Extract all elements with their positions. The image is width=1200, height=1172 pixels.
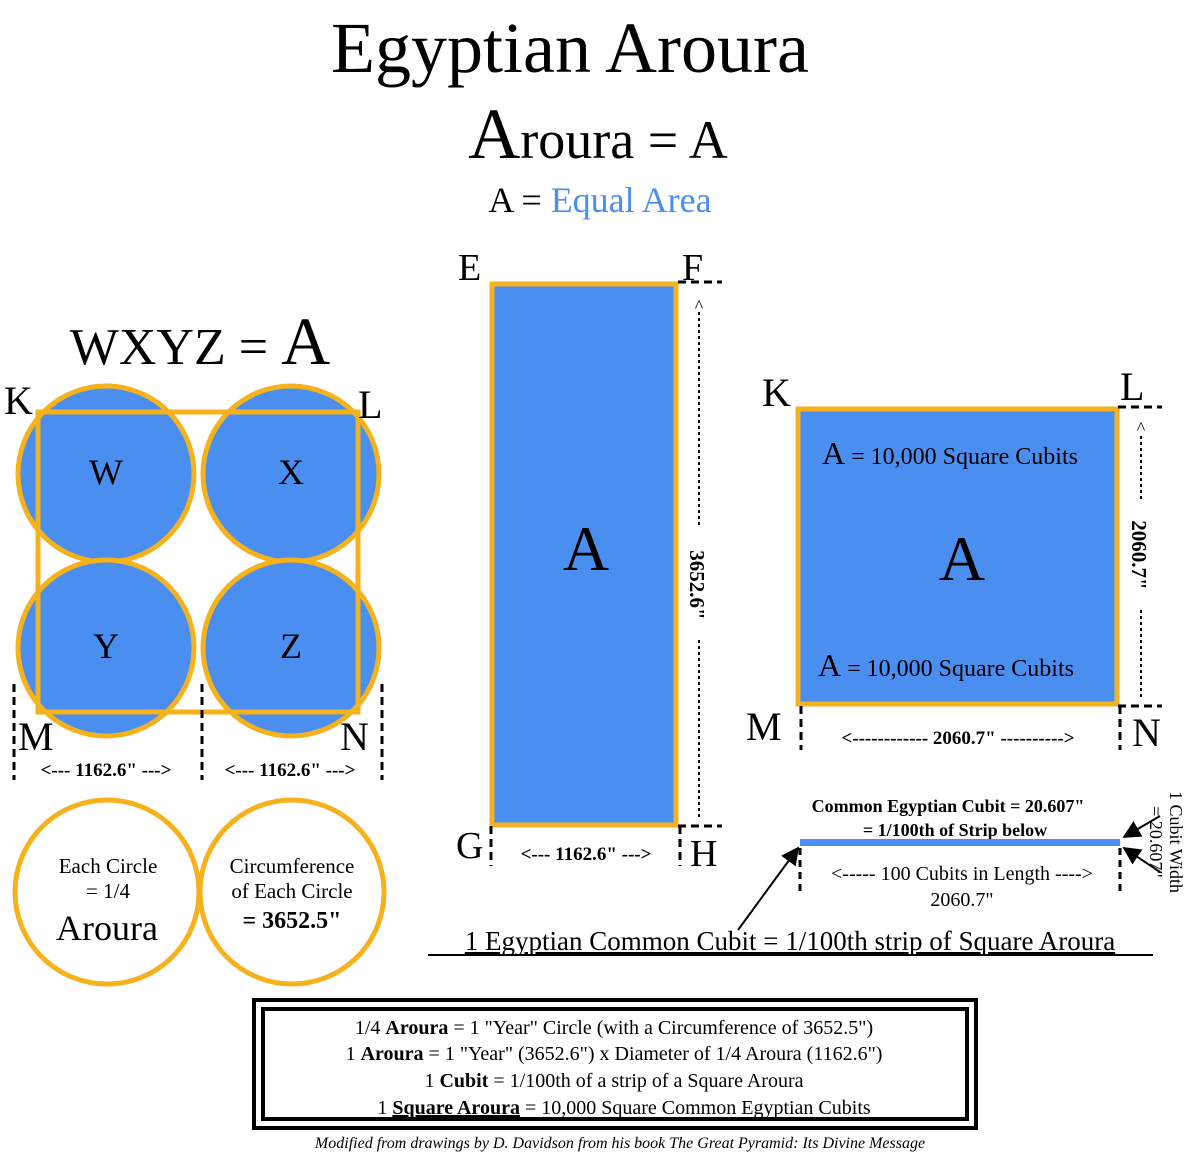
credit-line: Modified from drawings by D. Davidson fr… — [314, 1135, 925, 1152]
square-bottom-text: = 10,000 Square Cubits — [841, 656, 1074, 682]
summary-row-3-pre: 1 — [424, 1070, 439, 1092]
strip-length-value: 2060.7" — [930, 889, 993, 911]
circles-panel: WXYZ = A W X Y Z K L M N <--- 1162.6" --… — [4, 303, 384, 781]
strip-length-label: <----- 100 Cubits in Length ----> — [831, 863, 1093, 885]
square-panel: A A = 10,000 Square Cubits A = 10,000 Sq… — [746, 364, 1162, 755]
info-circle-right — [197, 797, 387, 987]
strip-panel: Common Egyptian Cubit = 20.607" = 1/100t… — [428, 791, 1186, 956]
info-right-line1: Circumference — [230, 854, 355, 878]
wxyz-heading-prefix: WXYZ = — [70, 319, 281, 376]
square-center-label: A — [939, 523, 985, 594]
aroura-rectangle — [489, 281, 679, 828]
square-dimension-ticks — [799, 405, 1162, 750]
label-x: X — [278, 452, 304, 492]
cubit-width-line1: 1 Cubit Width — [1166, 791, 1186, 893]
corner-g: G — [456, 825, 483, 867]
square-bottom-equation: A = 10,000 Square Cubits — [818, 647, 1074, 683]
corner-h: H — [690, 833, 717, 875]
aroura-equation-rest: roura = A — [520, 110, 727, 170]
info-left-line2: = 1/4 — [86, 879, 130, 903]
cubit-width-line2: = 20.607" — [1146, 806, 1166, 878]
rectangle-center-label: A — [563, 513, 609, 584]
summary-row-4-pre: 1 — [377, 1097, 392, 1119]
header: Egyptian Aroura Aroura = A A = Equal Are… — [331, 8, 809, 220]
corner-l-left: L — [358, 382, 382, 427]
corner-n-right: N — [1132, 710, 1161, 755]
info-right-value: = 3652.5" — [243, 908, 342, 934]
strip-line1: Common Egyptian Cubit = 20.607" — [812, 796, 1085, 816]
square-top-text: = 10,000 Square Cubits — [845, 444, 1078, 470]
rectangle-width-label: <--- 1162.6" ---> — [521, 844, 652, 865]
label-z: Z — [280, 626, 302, 666]
page-title: Egyptian Aroura — [331, 8, 809, 88]
rectangle-arrow-top: ^ — [695, 296, 704, 316]
square-top-prefix: A — [822, 435, 845, 471]
rectangle-dimension-ticks — [489, 280, 722, 866]
summary-row-3: 1 Cubit = 1/100th of a strip of a Square… — [424, 1070, 803, 1092]
aroura-equation: Aroura = A — [468, 94, 727, 174]
corner-m-left: M — [18, 714, 54, 759]
square-width-label: <------------ 2060.7" ----------> — [841, 728, 1074, 749]
cubit-strip — [800, 839, 1120, 846]
summary-row-2: 1 Aroura = 1 "Year" (3652.6") x Diameter… — [346, 1043, 883, 1065]
summary-row-3-bold: Cubit — [439, 1070, 488, 1092]
aroura-equation-initial: A — [468, 94, 520, 174]
corner-k-right: K — [762, 370, 791, 415]
wxyz-square — [35, 409, 361, 715]
wxyz-heading-big: A — [281, 303, 330, 379]
square-top-equation: A = 10,000 Square Cubits — [822, 435, 1078, 471]
summary-border-outer — [252, 998, 978, 1130]
corner-f: F — [682, 247, 703, 289]
summary-row-4-bold: Square Aroura — [392, 1097, 520, 1119]
summary-box: 1/4 Aroura = 1 "Year" Circle (with a Cir… — [252, 998, 978, 1130]
summary-border-inner — [261, 1007, 969, 1121]
strip-line2: = 1/100th of Strip below — [863, 820, 1047, 840]
wxyz-heading: WXYZ = A — [70, 303, 330, 379]
label-y: Y — [93, 626, 119, 666]
info-left-big: Aroura — [56, 908, 158, 948]
rectangle-panel: A E F G H ^ 3652.6" <--- 1162.6" ---> — [456, 247, 722, 875]
corner-l-right: L — [1120, 364, 1144, 409]
corner-m-right: M — [746, 704, 782, 749]
summary-row-4: 1 Square Aroura = 10,000 Square Common E… — [377, 1097, 871, 1119]
label-w: W — [89, 452, 123, 492]
info-left-line1: Each Circle — [59, 854, 158, 878]
corner-e: E — [458, 247, 481, 289]
circles-dimension-ticks — [12, 684, 384, 780]
summary-row-2-post: = 1 "Year" (3652.6") x Diameter of 1/4 A… — [424, 1043, 883, 1065]
summary-row-1-pre: 1/4 — [355, 1017, 386, 1039]
rectangle-height-label: 3652.6" — [685, 550, 709, 619]
strip-dimension-ticks — [798, 848, 1122, 892]
corner-k-left: K — [4, 378, 33, 423]
area-definition: A = Equal Area — [488, 180, 711, 220]
width-arrow-top — [1122, 815, 1161, 838]
info-circles: Each Circle = 1/4 Aroura Circumference o… — [12, 797, 387, 987]
corner-n-left: N — [340, 714, 369, 759]
summary-row-1-bold: Aroura — [385, 1017, 448, 1039]
area-definition-prefix: A = — [488, 180, 550, 220]
summary-row-1-post: = 1 "Year" Circle (with a Circumference … — [448, 1017, 873, 1039]
area-definition-value: Equal Area — [551, 180, 712, 220]
circle-y — [15, 557, 197, 739]
caption-arrow — [737, 846, 800, 931]
dimension-right-circle: <--- 1162.6" ---> — [225, 760, 356, 781]
strip-caption: 1 Egyptian Common Cubit = 1/100th strip … — [465, 926, 1115, 956]
summary-row-3-post: = 1/100th of a strip of a Square Aroura — [488, 1070, 803, 1092]
dimension-left-circle: <--- 1162.6" ---> — [41, 760, 172, 781]
square-bottom-prefix: A — [818, 647, 841, 683]
summary-row-2-pre: 1 — [346, 1043, 361, 1065]
aroura-square — [795, 406, 1120, 707]
summary-row-2-bold: Aroura — [361, 1043, 424, 1065]
width-arrow-bottom — [1122, 847, 1161, 873]
info-right-line2: of Each Circle — [231, 879, 352, 903]
summary-row-4-post: = 10,000 Square Common Egyptian Cubits — [520, 1097, 871, 1119]
square-height-label: 2060.7" — [1127, 520, 1151, 589]
circle-z — [200, 557, 382, 739]
square-arrow-top: ^ — [1137, 418, 1146, 438]
summary-row-1: 1/4 Aroura = 1 "Year" Circle (with a Cir… — [355, 1017, 873, 1039]
